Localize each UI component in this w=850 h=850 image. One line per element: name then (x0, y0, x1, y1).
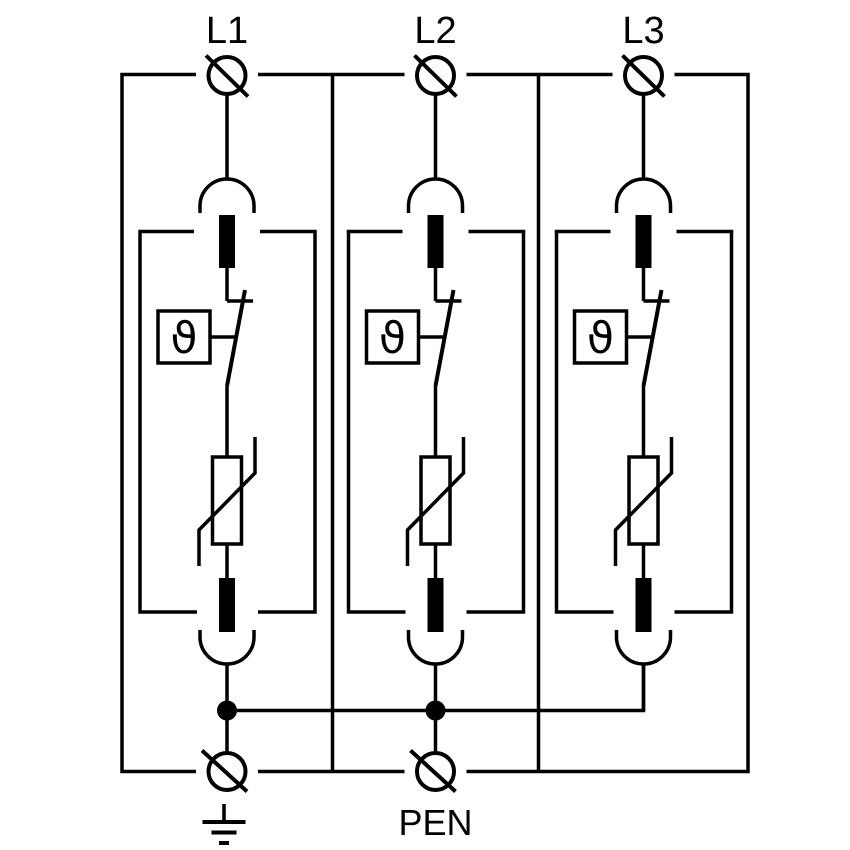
thermal-disconnect-switch: ϑ (156, 289, 253, 387)
varistor-icon (197, 437, 257, 566)
theta-symbol: ϑ (587, 313, 614, 364)
switch-blade (433, 289, 456, 387)
inner-module-box (138, 229, 317, 614)
theta-symbol: ϑ (379, 313, 406, 364)
terminal-screw-top-icon (204, 54, 250, 98)
varistor-icon (405, 437, 466, 566)
earth-ground-icon (202, 804, 246, 845)
plug-socket-arc-top-icon (614, 177, 673, 213)
contact-blade-bottom (635, 578, 652, 632)
temperature-sensor-box (364, 309, 421, 365)
plug-socket-arc-bottom-icon (614, 630, 673, 666)
inner-module-box (346, 229, 526, 614)
enclosure-left-side (120, 72, 196, 774)
switch-blade (225, 289, 247, 387)
thermal-disconnect-switch: ϑ (364, 289, 462, 387)
contact-blade-bottom (219, 578, 235, 632)
varistor-icon (613, 437, 674, 566)
phase-section-l1: L1 ϑ (138, 10, 317, 845)
theta-symbol: ϑ (170, 313, 197, 364)
terminal-screw-bottom-icon (409, 749, 457, 793)
thermal-disconnect-switch: ϑ (572, 289, 670, 387)
switch-blade (641, 289, 664, 387)
plug-socket-arc-top-icon (406, 177, 465, 213)
terminal-screw-top-icon (621, 54, 666, 98)
plug-socket-arc-bottom-icon (198, 630, 256, 666)
pen-label: PEN (398, 802, 472, 843)
enclosure-right-side (466, 72, 750, 774)
plug-socket-arc-top-icon (198, 177, 256, 213)
temperature-sensor-box (156, 309, 212, 365)
phase-label-l1: L1 (206, 10, 248, 52)
contact-blade-top (427, 215, 444, 268)
contact-blade-top (635, 215, 652, 268)
phase-section-l2: L2 ϑ (346, 10, 526, 843)
phase-label-l3: L3 (622, 10, 664, 52)
terminal-screw-bottom-icon (200, 749, 249, 793)
contact-blade-top (219, 215, 235, 268)
terminal-screw-top-icon (413, 54, 458, 98)
contact-blade-bottom (427, 578, 444, 632)
inner-module-box (554, 229, 734, 614)
phase-label-l2: L2 (414, 10, 456, 52)
plug-socket-arc-bottom-icon (406, 630, 465, 666)
phase-section-l3: L3 ϑ (554, 10, 734, 711)
